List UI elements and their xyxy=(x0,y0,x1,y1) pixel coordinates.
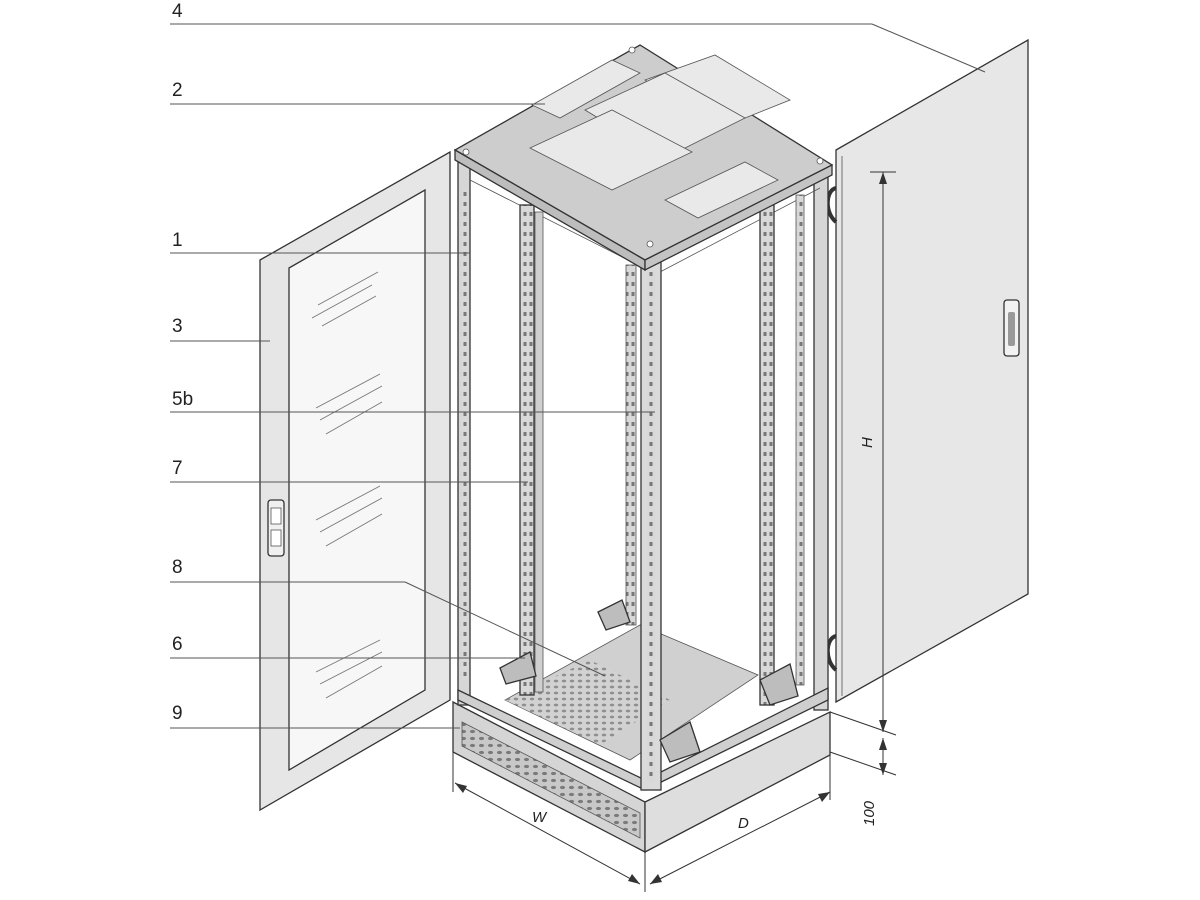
width-dim-label: W xyxy=(532,809,548,826)
depth-dim-label: D xyxy=(738,815,749,832)
callout-9: 9 xyxy=(172,703,183,724)
callout-5b: 5b xyxy=(172,389,193,410)
right-solid-door xyxy=(825,38,1029,704)
callout-2: 2 xyxy=(172,80,183,101)
dimension-lines: H W D 100 xyxy=(452,171,897,892)
callouts: 4 2 1 3 5b 7 8 6 9 xyxy=(170,1,986,729)
plinth-dim-label: 100 xyxy=(861,800,878,826)
plinth xyxy=(452,700,831,854)
left-glass-door xyxy=(259,150,451,812)
height-dim-label: H xyxy=(859,437,876,448)
callout-7: 7 xyxy=(172,458,183,479)
roof-plate xyxy=(453,44,834,272)
callout-4: 4 xyxy=(172,1,183,22)
cabinet-frame xyxy=(457,159,829,791)
callout-8: 8 xyxy=(172,557,183,578)
callout-1: 1 xyxy=(172,230,183,251)
callout-3: 3 xyxy=(172,316,183,337)
callout-6: 6 xyxy=(172,634,183,655)
